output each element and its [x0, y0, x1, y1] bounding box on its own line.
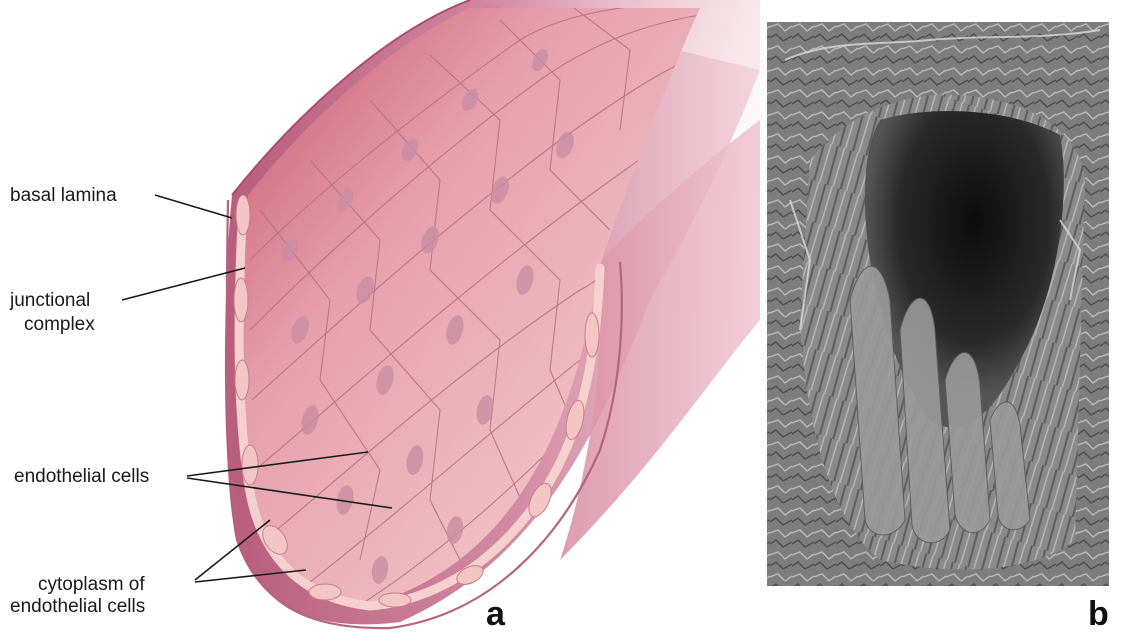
panel-letter-a: a [486, 595, 506, 633]
panel-letter-b: b [1088, 595, 1109, 633]
panel-a-illustration [225, 0, 760, 628]
label-junctional-line1: junctional [9, 290, 90, 311]
label-junctional-line2: complex [24, 314, 95, 335]
label-basal-lamina: basal lamina [10, 185, 117, 206]
label-cytoplasm-line2: endothelial cells [10, 596, 145, 617]
panel-b-micrograph: b [767, 22, 1109, 633]
leader-basal-lamina [155, 195, 232, 218]
label-endothelial-cells: endothelial cells [14, 466, 149, 487]
label-cytoplasm-line1: cytoplasm of [38, 574, 145, 595]
